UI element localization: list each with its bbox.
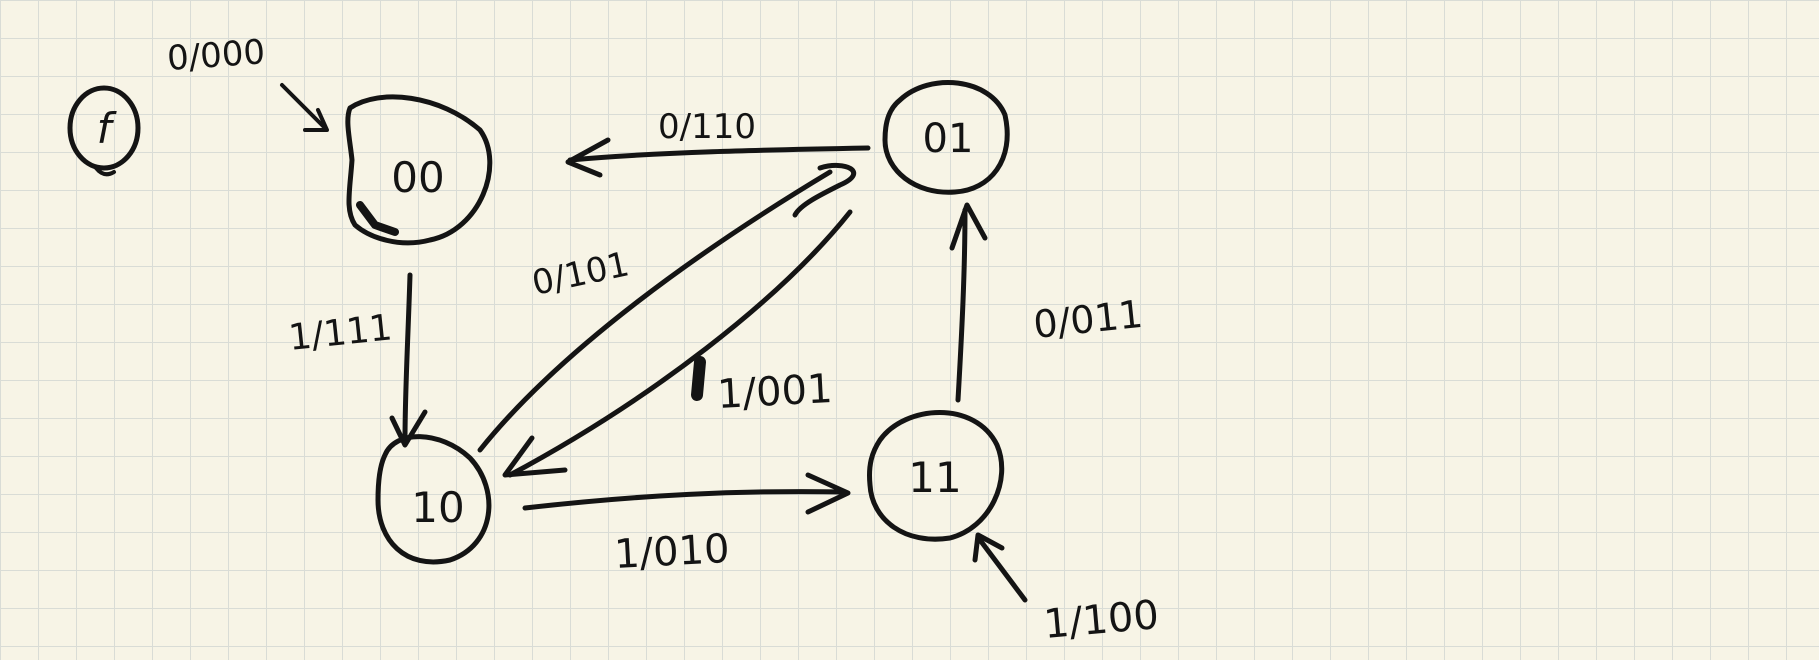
state-label-01: 01: [923, 116, 974, 162]
label-0-000: 0/000: [166, 32, 267, 79]
circled-f-symbol: f: [67, 85, 141, 177]
label-1-111: 1/111: [287, 307, 394, 359]
transition-01-to-00: 0/110: [565, 107, 871, 178]
transition-00-self: 0/000: [166, 32, 329, 132]
label-1-010: 1/010: [613, 526, 731, 578]
label-1-001: 1/001: [716, 366, 834, 418]
state-node-10: 10: [375, 434, 492, 565]
transition-11-self: 1/100: [972, 532, 1161, 648]
transition-11-to-01: 0/011: [949, 202, 1145, 403]
label-0-101: 0/101: [529, 244, 633, 303]
label-0-011: 0/011: [1031, 292, 1145, 347]
label-0-110: 0/110: [658, 107, 756, 147]
state-label-00: 00: [391, 153, 444, 202]
state-node-11: 11: [867, 410, 1005, 542]
state-node-00: 00: [345, 94, 493, 246]
transition-00-to-10: 1/111: [287, 272, 428, 448]
state-node-01: 01: [882, 79, 1010, 195]
state-label-11: 11: [908, 453, 961, 502]
symbol-text: f: [97, 104, 118, 153]
transition-10-to-11: 1/010: [522, 472, 851, 578]
label-1-100: 1/100: [1042, 592, 1161, 648]
state-label-10: 10: [411, 483, 464, 532]
transition-01-to-10: 1/001: [502, 209, 853, 478]
